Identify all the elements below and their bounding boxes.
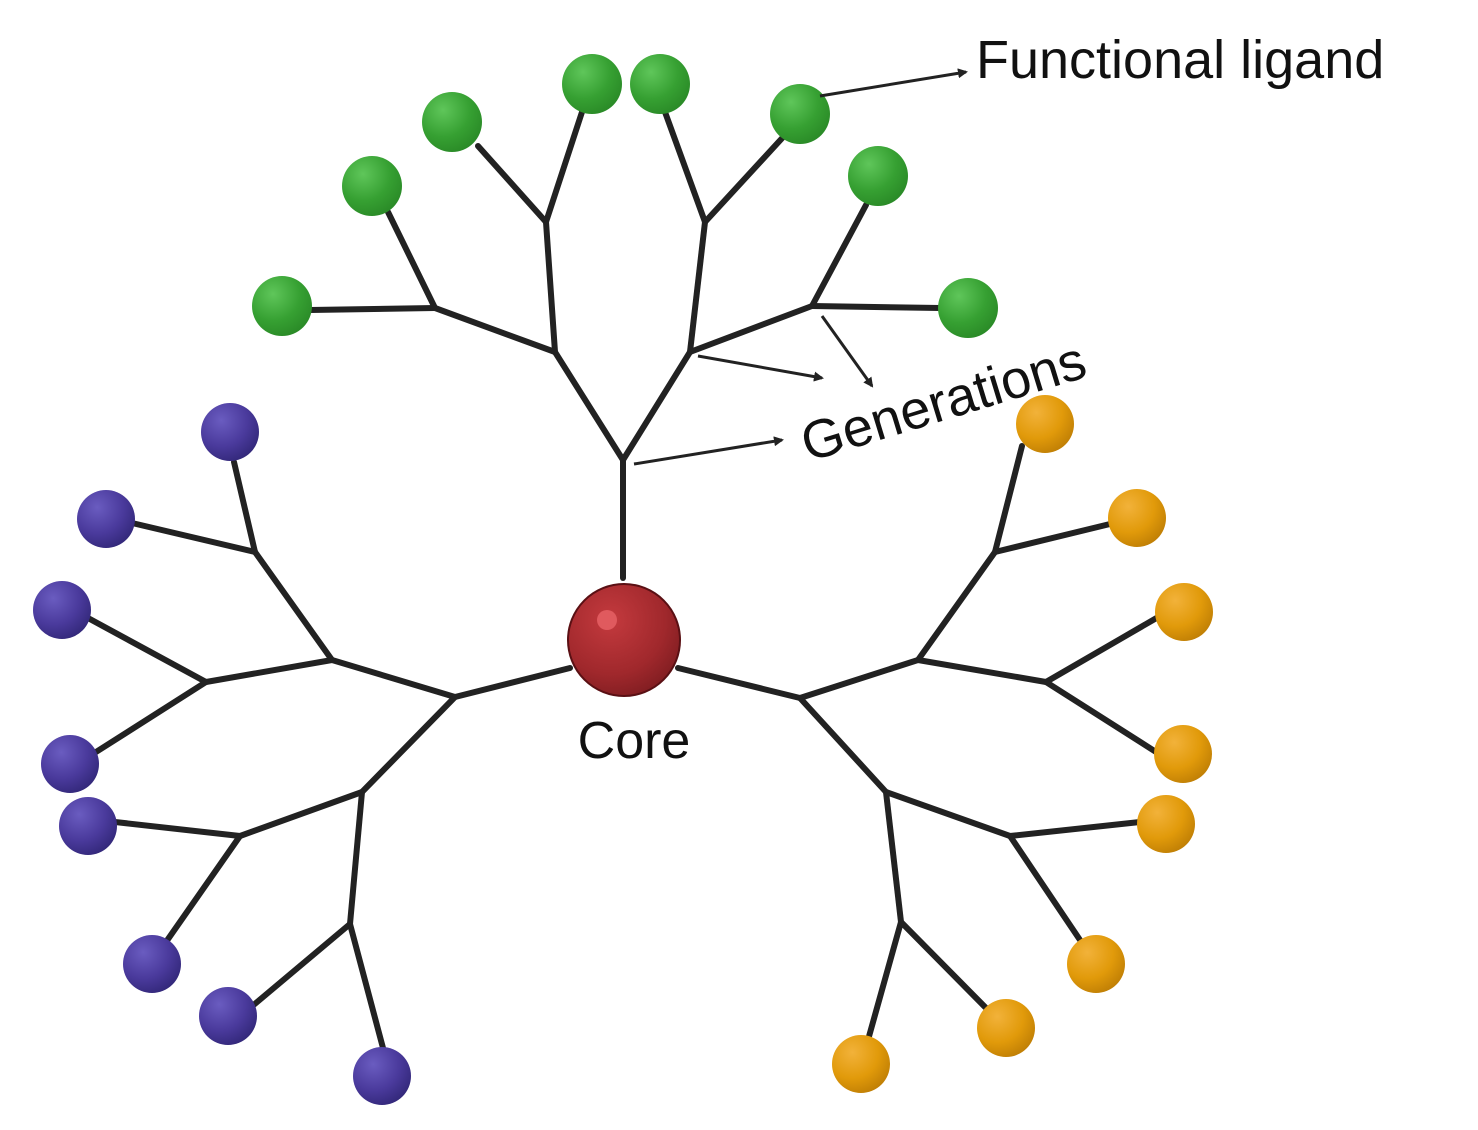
bond-green-g1-right (620, 349, 693, 463)
bond-orange-g2 (883, 789, 1013, 839)
bond-orange-g3 (865, 919, 904, 1043)
bond-purple-g3 (163, 833, 243, 945)
generations-arrow-1 (633, 436, 784, 466)
purple-ligand-ball (201, 403, 259, 461)
bond-orange-g3 (1043, 679, 1159, 755)
core-group (567, 583, 681, 697)
bond-purple-g3 (347, 921, 386, 1051)
bond-orange-g3 (1007, 833, 1083, 943)
purple-ligand-ball (199, 987, 257, 1045)
green-ligand-ball (422, 92, 482, 152)
bond-green-g3 (809, 303, 943, 311)
core-ball (567, 583, 681, 697)
bond-orange-g3 (898, 919, 989, 1011)
bond-green-g2 (543, 219, 558, 355)
purple-ligand-ball (123, 935, 181, 993)
green-terminal-groups (252, 54, 998, 338)
green-ligand-ball (342, 156, 402, 216)
bond-purple-g3 (247, 921, 353, 1011)
green-ligand-ball (848, 146, 908, 206)
bond-green-g3 (475, 143, 549, 225)
orange-ligand-ball (1155, 583, 1213, 641)
green-ligand-ball (630, 54, 690, 114)
bond-core-to-purple (452, 665, 573, 700)
bond-purple-g3 (85, 615, 209, 685)
green-ligand-ball (938, 278, 998, 338)
orange-ligand-ball (1108, 489, 1166, 547)
generations-arrow-2 (697, 354, 824, 382)
bond-orange-g2 (915, 657, 1049, 685)
orange-ligand-ball (977, 999, 1035, 1057)
bond-green-g3 (307, 305, 438, 313)
orange-ligand-ball (1154, 725, 1212, 783)
bond-purple-g2 (203, 657, 335, 685)
green-ligand-ball (252, 276, 312, 336)
green-ligand-ball (770, 84, 830, 144)
bond-green-g2 (432, 305, 558, 355)
bond-orange-g2 (915, 549, 998, 663)
orange-ligand-ball (832, 1035, 890, 1093)
bond-green-g3 (543, 109, 585, 225)
bond-purple-g3 (93, 679, 209, 755)
bond-green-g1-left (552, 349, 626, 463)
annotation-arrows (633, 68, 968, 466)
bond-lines (85, 109, 1163, 1051)
orange-terminal-groups (832, 395, 1213, 1093)
functional-ligand-arrow (819, 68, 968, 98)
orange-ligand-ball (1137, 795, 1195, 853)
bond-purple-g2 (237, 789, 365, 839)
bond-green-g2 (687, 219, 708, 355)
bond-purple-g3 (129, 520, 258, 555)
bond-core-to-orange (675, 665, 803, 701)
core-highlight (597, 610, 617, 630)
bond-green-g3 (702, 132, 788, 225)
generations-arrow-3 (820, 315, 874, 388)
functional-ligand-label: Functional ligand (976, 30, 1384, 90)
purple-ligand-ball (353, 1047, 411, 1105)
bond-green-g3 (385, 209, 438, 311)
orange-ligand-ball (1016, 395, 1074, 453)
bond-green-g3 (809, 202, 869, 309)
bond-orange-g2 (883, 789, 904, 925)
bond-orange-g1 (797, 695, 889, 795)
bond-green-g2 (687, 303, 815, 355)
orange-ligand-ball (1067, 935, 1125, 993)
bond-purple-g1 (329, 657, 458, 700)
bond-purple-g1 (359, 694, 458, 795)
purple-ligand-ball (77, 490, 135, 548)
purple-ligand-ball (33, 581, 91, 639)
core-label: Core (578, 712, 691, 770)
bond-purple-g2 (252, 549, 335, 663)
bond-orange-g3 (1043, 613, 1163, 685)
bond-green-g3 (662, 109, 708, 225)
bond-purple-g3 (231, 459, 258, 555)
bond-purple-g2 (347, 789, 365, 927)
purple-ligand-ball (41, 735, 99, 793)
bond-orange-g3 (992, 521, 1113, 555)
bond-orange-g3 (1007, 819, 1143, 839)
purple-ligand-ball (59, 797, 117, 855)
bond-orange-g3 (992, 443, 1025, 555)
purple-terminal-groups (33, 403, 411, 1105)
bond-purple-g3 (112, 819, 243, 839)
bond-orange-g1 (797, 657, 921, 701)
green-ligand-ball (562, 54, 622, 114)
